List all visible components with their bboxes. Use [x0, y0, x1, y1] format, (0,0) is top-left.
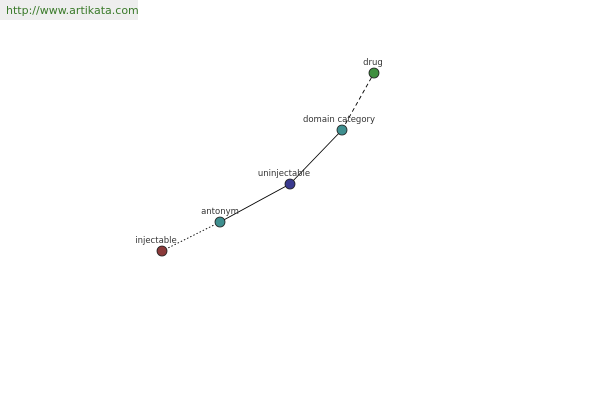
edge-antonym-uninjectable [219, 183, 291, 223]
node-antonym[interactable]: antonym [201, 207, 239, 228]
edge-domain-category-drug [341, 72, 375, 131]
node-circle-drug[interactable] [368, 67, 380, 79]
edge-uninjectable-domain-category [289, 129, 343, 185]
node-circle-domain-category[interactable] [336, 124, 348, 136]
node-circle-antonym[interactable] [214, 216, 226, 228]
node-circle-uninjectable[interactable] [284, 178, 296, 190]
nodes-layer: injectable antonym uninjectable domain cate… [135, 58, 383, 257]
node-circle-injectable[interactable] [156, 245, 168, 257]
node-label-drug: drug [363, 58, 383, 68]
node-label-injectable: injectable [135, 236, 177, 246]
node-uninjectable[interactable]: uninjectable [258, 169, 310, 190]
node-label-uninjectable: uninjectable [258, 169, 310, 179]
edge-injectable-antonym [161, 221, 221, 252]
node-label-antonym: antonym [201, 207, 239, 217]
edges-layer [161, 72, 375, 252]
node-injectable[interactable]: injectable [135, 236, 177, 257]
node-domain-category[interactable]: domain category [303, 115, 375, 136]
watermark-bar: http://www.artikata.com [0, 0, 139, 20]
node-drug[interactable]: drug [363, 58, 383, 79]
node-label-domain-category: domain category [303, 115, 375, 125]
watermark-link[interactable]: http://www.artikata.com [6, 4, 139, 17]
